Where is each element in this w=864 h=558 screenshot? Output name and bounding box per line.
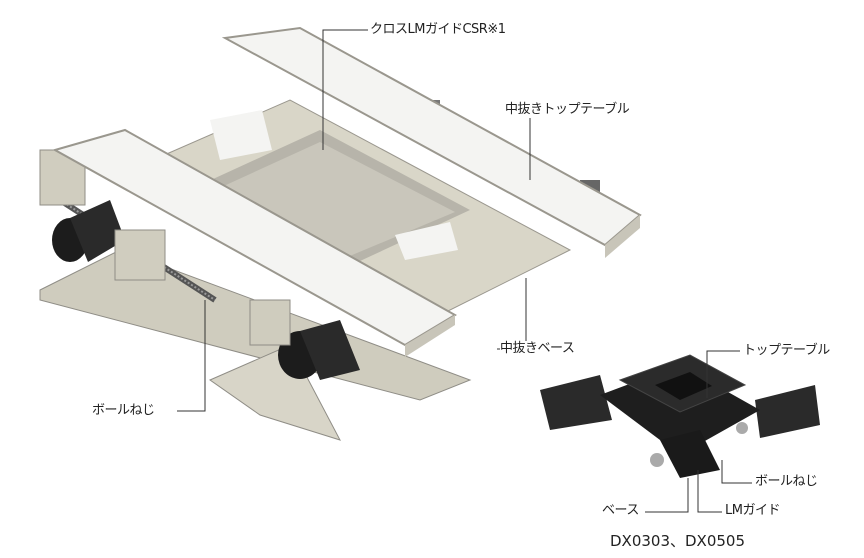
label-ball-screw-small: ボールねじ xyxy=(755,474,818,490)
model-caption: DX0303、DX0505 xyxy=(610,532,746,550)
label-lm-guide: LMガイド xyxy=(725,503,780,519)
label-cross-lm-guide: クロスLMガイドCSR※1 xyxy=(370,22,506,38)
label-hollow-top-table: 中抜きトップテーブル xyxy=(505,102,630,118)
leader-lines xyxy=(177,29,752,513)
small-stage xyxy=(540,354,820,478)
motor-front xyxy=(249,299,360,380)
label-hollow-base: 中抜きベース xyxy=(500,341,575,357)
label-base: ベース xyxy=(602,503,639,519)
motor-left xyxy=(52,200,125,262)
hollow-top-table xyxy=(52,26,642,357)
label-top-table: トップテーブル xyxy=(743,343,830,359)
label-ball-screw-main: ボールねじ xyxy=(92,403,155,419)
